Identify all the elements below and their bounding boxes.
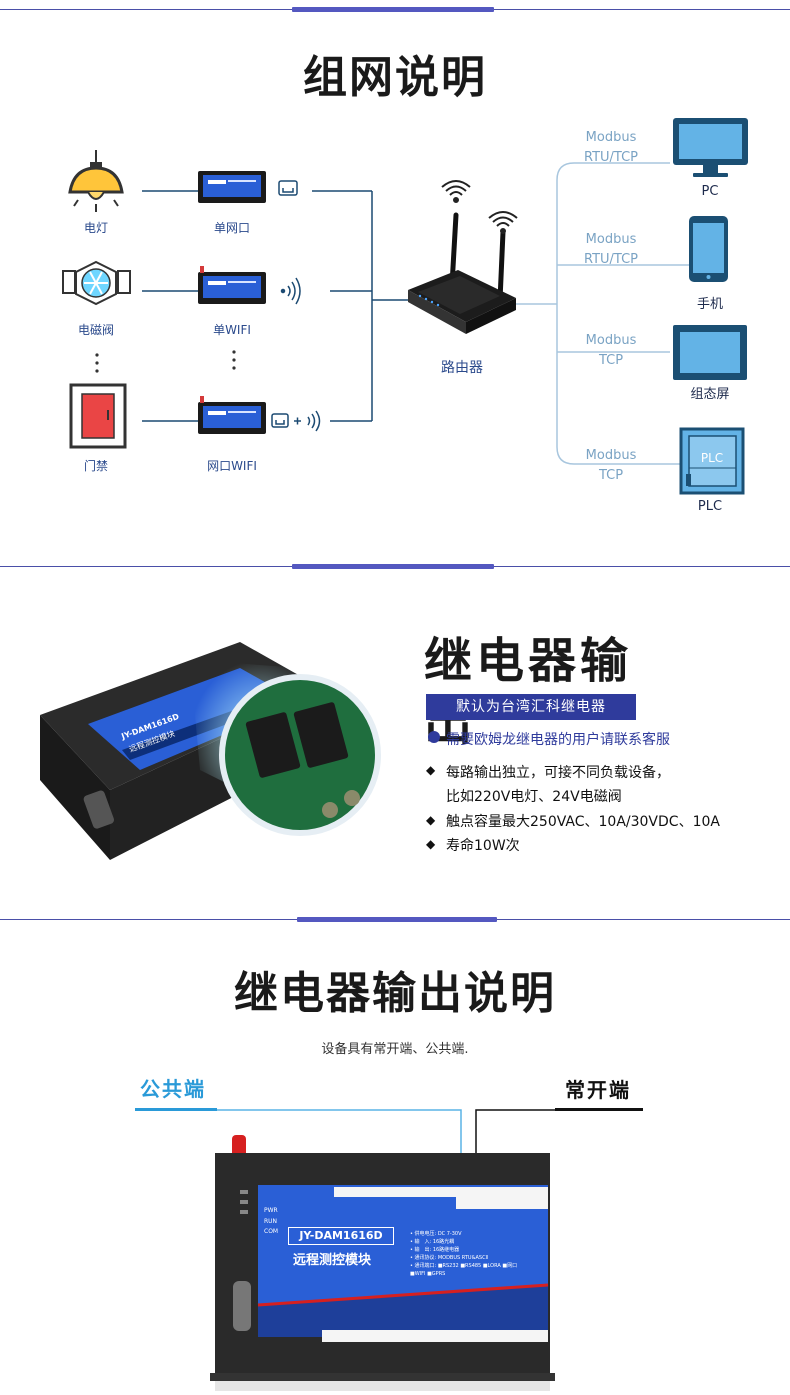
- module-label-wifi: 单WIFI: [213, 323, 251, 337]
- solenoid-valve-icon: [62, 260, 131, 306]
- top-divider-tab: [292, 7, 494, 12]
- section3-subtitle: 设备具有常开端、公共端.: [321, 1042, 469, 1057]
- bullet-text-4: 寿命10W次: [446, 838, 520, 854]
- router-wifi-icon: [441, 180, 518, 234]
- device-label-lamp: 电灯: [83, 221, 108, 235]
- device-name-pc: PC: [701, 184, 719, 199]
- protocol-label-screen: Modbus TCP: [585, 333, 637, 368]
- section1-title: 组网说明: [303, 52, 487, 103]
- phone-icon: [689, 216, 728, 282]
- pc-icon: [673, 118, 748, 177]
- device-front-model: JY-DAM1616D: [288, 1227, 394, 1245]
- bullet-text-1: 每路输出独立，可接不同负载设备，: [446, 765, 670, 781]
- bullet-text-3: 触点容量最大250VAC、10A/30VDC、10A: [446, 814, 720, 830]
- relay-module-image: [40, 642, 381, 860]
- protocol-label-plc: Modbus TCP: [585, 448, 637, 483]
- label-common-underline: [135, 1108, 217, 1111]
- module-ethernet-wifi-image: [198, 396, 266, 434]
- device-front-image: [210, 1109, 555, 1391]
- router-label: 路由器: [441, 360, 483, 376]
- ethernet-port-icon: [278, 180, 298, 196]
- section3-title: 继电器输出说明: [234, 968, 556, 1019]
- device-indicator-com: COM: [264, 1228, 279, 1235]
- bullet-text-2: 比如220V电灯、24V电磁阀: [446, 789, 622, 805]
- module-label-ethernet: 单网口: [213, 221, 250, 235]
- module-label-ethernet-wifi: 网口WIFI: [207, 459, 257, 473]
- section2-title: 继电器输出: [424, 633, 633, 751]
- network-diagram: [62, 118, 748, 495]
- protocol-label-pc: Modbus RTU/TCP: [583, 130, 639, 165]
- default-relay-badge: 默认为台湾汇科继电器: [426, 694, 636, 720]
- device-front-name: 远程测控模块: [293, 1253, 372, 1268]
- touch-screen-icon: [673, 325, 747, 380]
- customer-service-icon: [428, 731, 440, 743]
- bullet-diamond-icon: ◆: [426, 813, 436, 827]
- module-single-ethernet-image: [198, 171, 266, 203]
- lamp-icon: [68, 150, 124, 212]
- device-name-screen: 组态屏: [690, 387, 730, 402]
- plc-screen-label: PLC: [700, 451, 724, 465]
- device-spec-list: • 供电电压: DC 7-30V • 输 入: 16路光耦 • 输 出: 16路…: [410, 1231, 518, 1277]
- device-label-door: 门禁: [83, 459, 108, 473]
- section2-divider-tab: [292, 564, 494, 569]
- device-label-valve: 电磁阀: [77, 323, 114, 337]
- door-access-icon: [69, 383, 127, 449]
- module-single-wifi-image: [198, 266, 266, 304]
- label-common-terminal: 公共端: [140, 1077, 206, 1101]
- ethernet-wifi-port-icon: [271, 410, 321, 432]
- omron-note: 需要欧姆龙继电器的用户请联系客服: [446, 732, 670, 748]
- protocol-label-phone: Modbus RTU/TCP: [583, 232, 639, 267]
- device-name-phone: 手机: [696, 297, 723, 312]
- device-name-plc: PLC: [697, 499, 723, 514]
- label-no-underline: [555, 1108, 643, 1111]
- wifi-signal-icon: [280, 277, 301, 305]
- router-image: [408, 212, 516, 334]
- device-indicator-run: RUN: [264, 1218, 278, 1225]
- section3-divider-tab: [297, 917, 497, 922]
- bullet-diamond-icon: ◆: [426, 837, 436, 851]
- label-normally-open-terminal: 常开端: [565, 1078, 631, 1102]
- plc-icon: [679, 427, 745, 495]
- bullet-diamond-icon: ◆: [426, 763, 436, 777]
- device-indicator-pwr: PWR: [264, 1207, 278, 1214]
